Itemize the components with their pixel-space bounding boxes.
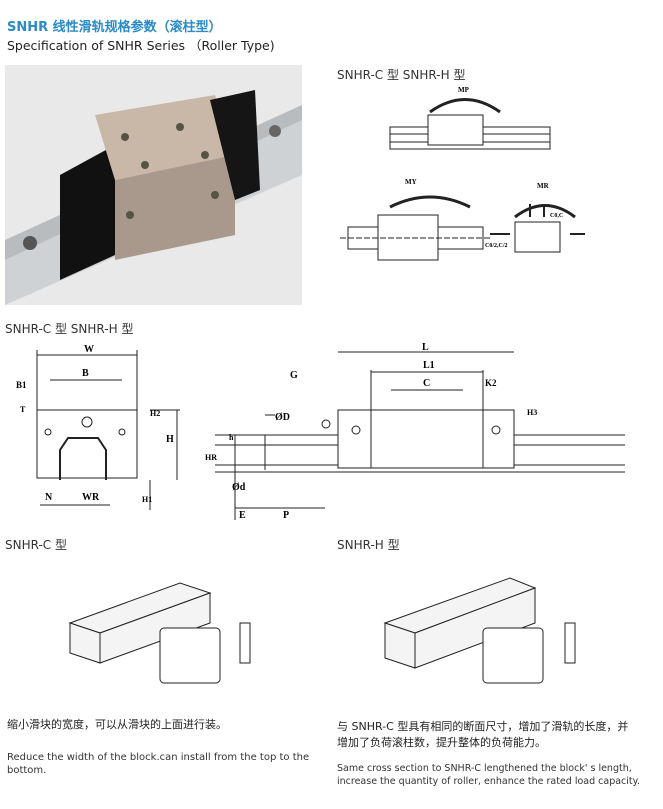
moment-diagrams: MP MY MR C0,C C0/2,C/2 — [340, 86, 585, 261]
dim-P: P — [283, 510, 289, 520]
my-arrow — [389, 195, 471, 209]
dim-d: Ød — [232, 482, 246, 493]
model-c-desc-cn: 缩小滑块的宽度，可以从滑块的上面进行装。 — [7, 718, 227, 731]
dim-H3: H3 — [527, 408, 537, 417]
side-view-drawing: L L1 C G K2 H3 ØD h HR Ød E P — [205, 342, 625, 520]
dim-H2: H2 — [150, 409, 160, 418]
dim-L1: L1 — [423, 360, 435, 371]
page-title: SNHR 线性滑轨规格参数（滚柱型） — [7, 20, 222, 35]
dim-B1: B1 — [16, 380, 27, 390]
page-subtitle: Specification of SNHR Series （Roller Typ… — [7, 38, 275, 53]
block-side — [115, 155, 235, 260]
moment-heading: SNHR-C 型 SNHR-H 型 — [337, 68, 466, 82]
mp-arrow — [429, 98, 501, 114]
front-view-drawing: W B B1 T H2 H N WR H1 — [16, 344, 180, 510]
product-photo — [5, 65, 302, 305]
dimension-heading: SNHR-C 型 SNHR-H 型 — [5, 322, 134, 336]
model-h-heading: SNHR-H 型 — [337, 538, 400, 552]
model-c-drawing — [68, 582, 251, 684]
end-cap-right — [210, 90, 260, 200]
dim-H: H — [166, 434, 174, 445]
dim-T: T — [20, 405, 26, 414]
dim-WR: WR — [82, 492, 100, 503]
dim-N: N — [45, 492, 53, 503]
dim-E: E — [239, 510, 246, 520]
c02-label: C0/2,C/2 — [485, 243, 508, 249]
dim-B: B — [82, 368, 89, 379]
mr-label: MR — [537, 182, 550, 190]
model-h-desc-cn: 与 SNHR-C 型具有相同的断面尺寸，增加了滑轨的长度，并增加了负荷滚柱数，提… — [337, 720, 629, 749]
dim-K2: K2 — [485, 378, 497, 388]
mp-label: MP — [458, 86, 470, 94]
dim-W: W — [84, 344, 94, 355]
model-h-desc-en: Same cross section to SNHR-C lengthened … — [337, 763, 640, 787]
dim-L: L — [422, 342, 429, 353]
dim-D: ØD — [275, 412, 290, 423]
model-c-desc-en: Reduce the width of the block.can instal… — [7, 752, 310, 776]
end-cap-left — [60, 145, 115, 280]
my-label: MY — [405, 178, 417, 186]
dim-C: C — [423, 378, 430, 389]
model-c-heading: SNHR-C 型 — [5, 538, 67, 552]
dim-HR: HR — [205, 453, 217, 462]
dim-H1: H1 — [142, 495, 152, 504]
block-top — [95, 95, 235, 180]
dim-G: G — [290, 370, 298, 381]
model-h-drawing — [383, 577, 576, 684]
dim-h: h — [229, 433, 234, 442]
c0c-label: C0,C — [550, 213, 563, 219]
